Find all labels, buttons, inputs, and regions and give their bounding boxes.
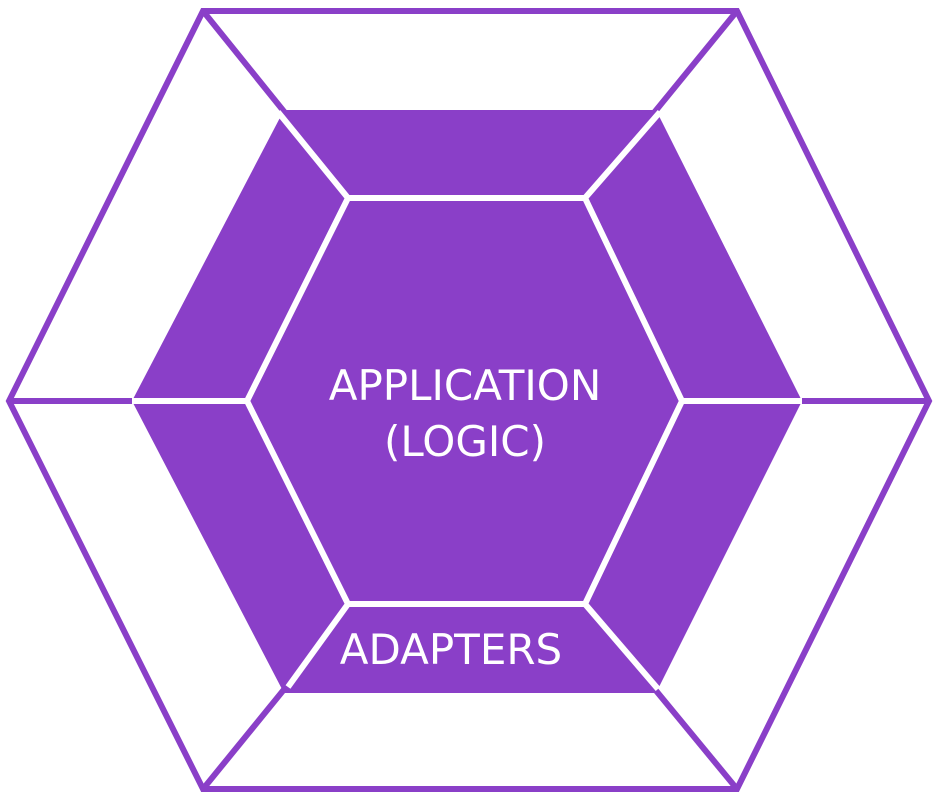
application-core-hexagon: [243, 195, 686, 607]
separator-bottom-left: [285, 602, 351, 689]
separator-top-left: [275, 110, 351, 200]
core-label-line2: (LOGIC): [384, 417, 546, 466]
separator-top-right: [582, 110, 663, 200]
outer-segment-dividers: [9, 9, 929, 791]
divider-top-right: [650, 9, 740, 116]
core-label-line1: APPLICATION: [329, 361, 602, 410]
divider-bottom-left: [200, 685, 289, 791]
divider-top-left: [200, 9, 289, 116]
adapters-label: ADAPTERS: [340, 625, 562, 674]
divider-bottom-right: [650, 685, 740, 791]
adapter-separators: [132, 110, 802, 691]
separator-bottom-right: [582, 602, 661, 691]
